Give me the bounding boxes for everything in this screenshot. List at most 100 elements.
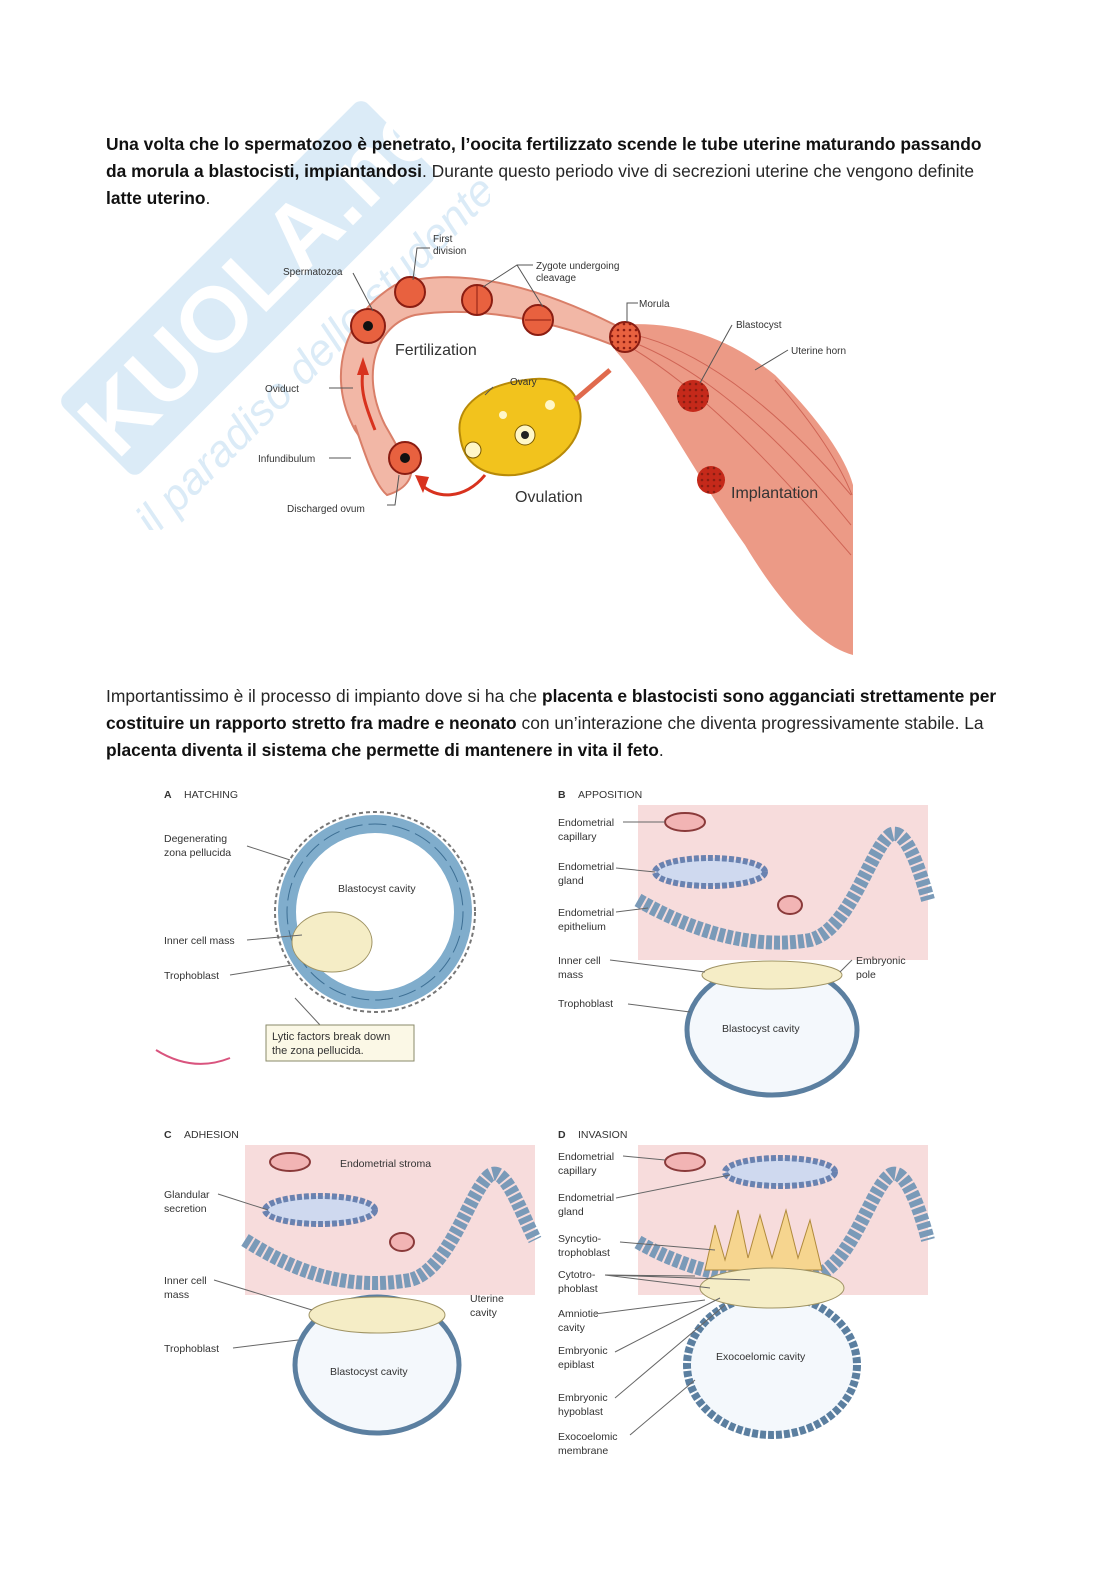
label-epithelium-2: epithelium	[558, 921, 606, 933]
bold-text: latte uterino	[106, 188, 206, 208]
embryonic-disc	[700, 1268, 844, 1308]
label-inner-cell: Inner cell	[164, 1275, 207, 1287]
label-epiblast-2: epiblast	[558, 1359, 594, 1371]
endometrial-gland	[655, 858, 765, 886]
label-blastocyst-cavity: Blastocyst cavity	[338, 883, 416, 895]
label-capillary-2: capillary	[558, 1165, 597, 1177]
paragraph-implantation: Importantissimo è il processo di impiant…	[106, 683, 1006, 764]
label-inner-cell-mass: Inner cell mass	[164, 935, 235, 947]
body-text: .	[206, 188, 211, 208]
morula-texture	[610, 322, 640, 352]
inner-cell-mass	[309, 1297, 445, 1333]
label-syncytio-2: trophoblast	[558, 1247, 610, 1259]
glandular-secretion	[265, 1196, 375, 1224]
label-blastocyst-cavity: Blastocyst cavity	[330, 1366, 408, 1378]
panel-letter: B	[558, 789, 566, 801]
label-trophoblast: Trophoblast	[164, 970, 219, 982]
panel-letter: C	[164, 1129, 172, 1141]
label-hypoblast: Embryonic	[558, 1392, 608, 1404]
label-first-division: First	[433, 234, 453, 245]
panel-title: APPOSITION	[578, 789, 642, 801]
label-first-division-2: division	[433, 246, 466, 257]
nucleus	[363, 321, 373, 331]
label-trophoblast: Trophoblast	[164, 1343, 219, 1355]
label-inner-cell-2: mass	[164, 1289, 189, 1301]
label-amniotic: Amniotic	[558, 1308, 598, 1320]
follicle	[499, 411, 507, 419]
implantation-texture	[697, 466, 725, 494]
endometrial-capillary	[665, 813, 705, 831]
label-spermatozoa: Spermatozoa	[283, 267, 343, 278]
nucleus	[400, 453, 410, 463]
label-inner-cell-2: mass	[558, 969, 583, 981]
panel-invasion: D INVASION Exocoelomic cavity Endometria…	[558, 1129, 928, 1457]
follicle-nucleus	[521, 431, 529, 439]
endometrial-gland	[725, 1158, 835, 1186]
label-blastocyst-cavity: Blastocyst cavity	[722, 1023, 800, 1035]
label-epiblast: Embryonic	[558, 1345, 608, 1357]
label-zygote-2: cleavage	[536, 273, 576, 284]
label-syncytio: Syncytio-	[558, 1233, 602, 1245]
panel-title: INVASION	[578, 1129, 627, 1141]
label-amniotic-2: cavity	[558, 1322, 586, 1334]
label-inner-cell: Inner cell	[558, 955, 601, 967]
label-zygote: Zygote undergoing	[536, 261, 619, 272]
label-cytotro: Cytotro-	[558, 1269, 596, 1281]
label-oviduct: Oviduct	[265, 384, 299, 395]
label-exocoelomic-cavity: Exocoelomic cavity	[716, 1351, 806, 1363]
label-fertilization: Fertilization	[395, 342, 477, 359]
inner-cell-mass	[292, 912, 372, 972]
label-ovary: Ovary	[510, 377, 537, 388]
label-glandular-2: secretion	[164, 1203, 207, 1215]
label-capillary: Endometrial	[558, 1151, 614, 1163]
panel-adhesion: C ADHESION Endometrial stroma Blastocyst…	[164, 1129, 535, 1433]
label-blastocyst: Blastocyst	[736, 320, 782, 331]
ovarian-ligament	[575, 370, 610, 400]
blastocyst-texture	[677, 380, 709, 412]
endometrial-capillary	[270, 1153, 310, 1171]
label-uterine-cavity: Uterine	[470, 1293, 504, 1305]
lytic-note-line2: the zona pellucida.	[272, 1045, 364, 1057]
panel-letter: A	[164, 789, 172, 801]
label-gland: Endometrial	[558, 1192, 614, 1204]
label-exomem: Exocoelomic	[558, 1431, 618, 1443]
panel-title: HATCHING	[184, 789, 238, 801]
label-glandular: Glandular	[164, 1189, 210, 1201]
endometrial-capillary	[665, 1153, 705, 1171]
label-implantation: Implantation	[731, 485, 818, 502]
label-ovulation: Ovulation	[515, 489, 583, 506]
label-uterine-cavity-2: cavity	[470, 1307, 498, 1319]
trophoblast-ring	[287, 824, 463, 1000]
label-capillary: Endometrial	[558, 817, 614, 829]
label-embryonic-pole-2: pole	[856, 969, 876, 981]
label-gland: Endometrial	[558, 861, 614, 873]
body-text: Importantissimo è il processo di impiant…	[106, 686, 542, 706]
follicle	[545, 400, 555, 410]
label-uterine-horn: Uterine horn	[791, 346, 846, 357]
ovulation-arrow	[420, 475, 485, 495]
inner-cell-mass	[702, 961, 842, 989]
label-discharged-ovum: Discharged ovum	[287, 504, 365, 515]
lytic-note-line1: Lytic factors break down	[272, 1031, 390, 1043]
pink-mark	[156, 1050, 230, 1064]
endometrial-capillary	[778, 896, 802, 914]
body-text: . Durante questo periodo vive di secrezi…	[422, 161, 974, 181]
bold-text: placenta diventa il sistema che permette…	[106, 740, 659, 760]
label-trophoblast: Trophoblast	[558, 998, 613, 1010]
label-degenerating: Degenerating	[164, 833, 227, 845]
label-capillary-2: capillary	[558, 831, 597, 843]
label-hypoblast-2: hypoblast	[558, 1406, 603, 1418]
panel-apposition: B APPOSITION Blastocyst cavity Endometri…	[558, 789, 928, 1095]
label-gland-2: gland	[558, 875, 584, 887]
first-division-cell	[395, 277, 425, 307]
follicle	[465, 442, 481, 458]
label-embryonic-pole: Embryonic	[856, 955, 906, 967]
implantation-stages-figure: A HATCHING Blastocyst cavity Degeneratin…	[150, 780, 940, 1470]
label-infundibulum: Infundibulum	[258, 454, 315, 465]
label-degenerating-2: zona pellucida	[164, 847, 231, 859]
label-cytotro-2: phoblast	[558, 1283, 598, 1295]
fertilization-diagram: First division Zygote undergoing cleavag…	[255, 225, 865, 660]
body-text: con un’interazione che diventa progressi…	[517, 713, 984, 733]
panel-hatching: A HATCHING Blastocyst cavity Degeneratin…	[156, 789, 475, 1064]
label-endometrial-stroma: Endometrial stroma	[340, 1158, 431, 1170]
